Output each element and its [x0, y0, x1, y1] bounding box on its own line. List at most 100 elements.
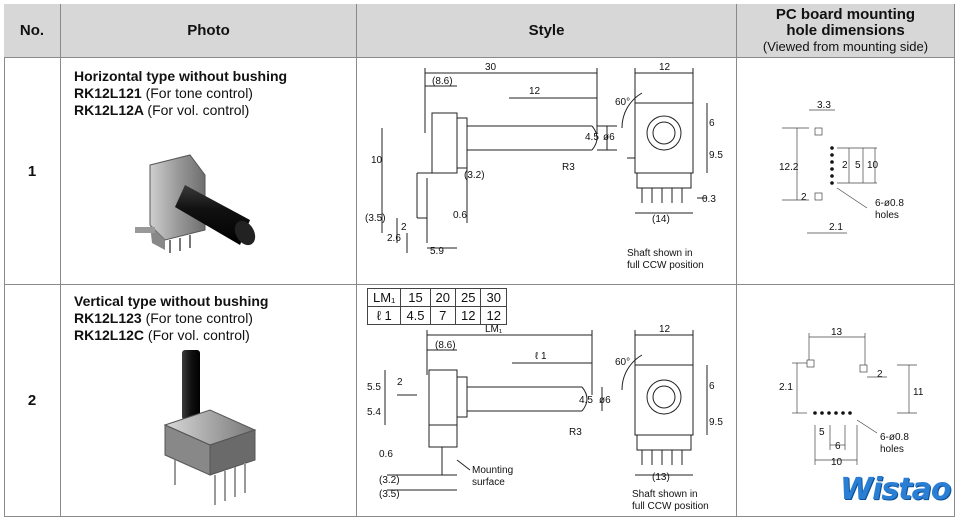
- l1-cell: ℓ 1: [366, 306, 402, 325]
- r1-dim-2-6: 2.6: [387, 233, 401, 244]
- header-style: Style: [357, 4, 737, 58]
- row1-style-drawing: 30 (8.6) 12 60° 12 6 4.5 ø6 10 (3.2) R3 …: [365, 62, 723, 271]
- r1-pc-2-1: 2.1: [829, 222, 843, 233]
- r1-dim-14: (14): [652, 214, 670, 225]
- row2-model2-note: (For vol. control): [147, 327, 250, 343]
- r1-style-note2: full CCW position: [627, 260, 704, 271]
- row2-potentiometer-photo: [163, 350, 257, 505]
- wistao-logo: Wistao: [840, 472, 951, 507]
- row2-style-cell: [357, 285, 737, 517]
- r2-style-note2: full CCW position: [632, 501, 709, 512]
- header-pc-line1: PC board mounting: [775, 5, 916, 23]
- r2-dim-4-5: 4.5: [579, 395, 593, 406]
- l1-cell: 12: [480, 306, 507, 325]
- r2-dim-l1: ℓ 1: [535, 351, 547, 362]
- r2-dim-13: (13): [652, 472, 670, 483]
- r1-dim-5-9: 5.9: [430, 246, 444, 257]
- r2-pc-11: 11: [913, 387, 924, 398]
- r2-dim-5-4: 5.4: [367, 407, 381, 418]
- row2-description: Vertical type without bushing RK12L123 (…: [74, 293, 268, 344]
- row1-pc-cell: [737, 58, 955, 285]
- r1-pc-12-2: 12.2: [779, 162, 799, 173]
- r1-dim-6dia: ø6: [603, 132, 615, 143]
- r1-pc-10: 10: [867, 160, 879, 171]
- row2-model1: RK12L123: [74, 310, 142, 326]
- row1-description: Horizontal type without bushing RK12L121…: [74, 68, 287, 119]
- r1-dim-12b: 12: [659, 62, 671, 73]
- r2-pc-2-1: 2.1: [779, 382, 793, 393]
- r1-dim-3-5: (3.5): [365, 213, 386, 224]
- r1-pc-holes1: 6-ø0.8: [875, 198, 904, 209]
- r1-dim-0-3: 0.3: [702, 194, 716, 205]
- row1-model1-note: (For tone control): [145, 85, 253, 101]
- row1-number: 1: [4, 58, 61, 285]
- r2-dim-6: 6: [709, 381, 715, 392]
- r1-dim-12: 12: [529, 86, 541, 97]
- r1-dim-60deg: 60°: [615, 97, 630, 108]
- r2-pc-holes1: 6-ø0.8: [880, 432, 909, 443]
- r2-style-note1: Shaft shown in: [632, 489, 698, 500]
- r2-dim-2: 2: [397, 377, 403, 388]
- r2-pc-5: 5: [819, 427, 825, 438]
- r2-pc-holes2: holes: [880, 444, 904, 455]
- r2-pc-13: 13: [831, 327, 843, 338]
- r1-dim-3-2: (3.2): [464, 170, 485, 181]
- r2-dim-60deg: 60°: [615, 357, 630, 368]
- header-pc-line3: (Viewed from mounting side): [762, 38, 929, 54]
- r2-dim-8-6: (8.6): [435, 340, 456, 351]
- r2-dim-3-2: (3.2): [379, 475, 400, 486]
- r2-mount-note1: Mounting: [472, 465, 513, 476]
- r1-dim-0-6: 0.6: [453, 210, 467, 221]
- row1-title: Horizontal type without bushing: [74, 68, 288, 84]
- row2-pc-cell: [737, 285, 955, 517]
- r1-dim-4-5: 4.5: [585, 132, 599, 143]
- row2-pc-drawing: 13 2.1 2 11 5 6 10 6-ø0.8 holes: [779, 327, 924, 468]
- r1-style-note1: Shaft shown in: [627, 248, 693, 259]
- header-photo: Photo: [61, 4, 357, 58]
- r1-dim-8-6: (8.6): [432, 76, 453, 87]
- r2-dim-0-6: 0.6: [379, 449, 393, 460]
- row1-model2-note: (For vol. control): [147, 102, 250, 118]
- r2-dim-lm1: LM₁: [485, 324, 503, 335]
- r2-mount-note2: surface: [472, 477, 505, 488]
- r2-dim-12: 12: [659, 324, 671, 335]
- r2-dim-r3: R3: [569, 427, 582, 438]
- row2-model2: RK12L12C: [74, 327, 145, 343]
- row2-number: 2: [4, 285, 61, 517]
- r2-pc-2: 2: [877, 369, 883, 380]
- lm-cell: LM₁: [366, 288, 402, 307]
- row1-potentiometer-photo: [135, 154, 256, 253]
- r2-dim-9-5: 9.5: [709, 417, 723, 428]
- l1-cell: 4.5: [400, 306, 431, 325]
- l1-row: ℓ 1 4.5 7 12 12: [366, 306, 507, 325]
- row1-model2: RK12L12A: [74, 102, 144, 118]
- r2-dim-3-5: (3.5): [379, 489, 400, 500]
- r1-pc-2b: 2: [801, 192, 807, 203]
- lm-dimension-table: LM₁ 15 20 25 30 ℓ 1 4.5 7 12 12: [366, 288, 507, 325]
- row1-model1: RK12L121: [74, 85, 142, 101]
- r2-dim-5-5: 5.5: [367, 382, 381, 393]
- header-pc-board: PC board mounting hole dimensions (Viewe…: [737, 4, 955, 58]
- row2-title: Vertical type without bushing: [74, 293, 269, 309]
- row1-photo-cell: [61, 58, 357, 285]
- r1-dim-2: 2: [401, 222, 407, 233]
- r1-dim-9-5: 9.5: [709, 150, 723, 161]
- r1-pc-holes2: holes: [875, 210, 899, 221]
- r2-dim-6dia: ø6: [599, 395, 611, 406]
- row1-style-cell: [357, 58, 737, 285]
- row1-pc-drawing: 3.3 12.2 2 5 10 2 2.1 6-ø0.8 holes: [779, 100, 904, 234]
- r2-pc-10: 10: [831, 457, 843, 468]
- r1-dim-r3: R3: [562, 162, 575, 173]
- r1-pc-3-3: 3.3: [817, 100, 831, 111]
- r1-dim-30: 30: [485, 62, 497, 73]
- header-pc-line2: hole dimensions: [786, 21, 905, 39]
- row2-style-drawing: LM₁ (8.6) ℓ 1 60° 12 5.5 2 5.4 4.5 ø6 R3…: [367, 324, 723, 512]
- r2-pc-6: 6: [835, 441, 841, 452]
- r1-pc-5: 5: [855, 160, 861, 171]
- r1-pc-2a: 2: [842, 160, 848, 171]
- header-no: No.: [4, 4, 61, 58]
- row2-model1-note: (For tone control): [145, 310, 253, 326]
- r1-dim-10: 10: [371, 155, 383, 166]
- row2-photo-cell: [61, 285, 357, 517]
- r1-dim-6: 6: [709, 118, 715, 129]
